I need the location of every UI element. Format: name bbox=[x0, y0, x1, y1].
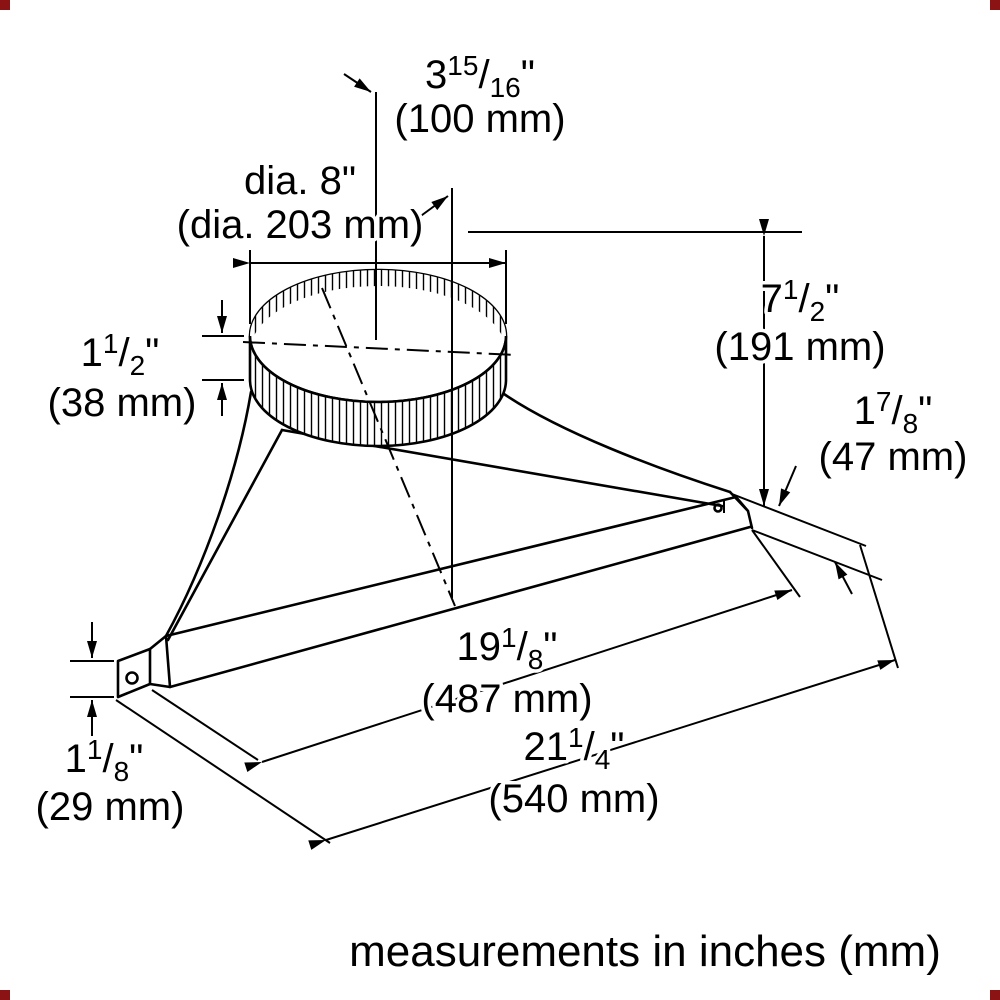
dimension-rear-flange-height: 17/8" (47 mm) bbox=[751, 383, 971, 595]
duct-axis-centerline bbox=[321, 287, 456, 607]
dimension-label-duct-offset-metric: (100 mm) bbox=[394, 97, 565, 141]
dimension-front-lip-height: 11/8" (29 mm) bbox=[32, 622, 188, 833]
dimension-label-hood-height-metric: (191 mm) bbox=[714, 325, 885, 369]
duct-offset-leader-right bbox=[417, 195, 449, 219]
dimension-label-duct-offset-inches: 315/16" bbox=[425, 50, 535, 103]
dimension-label-inner-width-metric: (487 mm) bbox=[421, 677, 592, 721]
dimension-label-duct-diameter-inches: dia. 8" bbox=[244, 159, 356, 203]
hood-height-extension-bottom bbox=[731, 493, 867, 547]
mounting-hole-left bbox=[125, 671, 139, 685]
collar-band-hatch bbox=[248, 335, 508, 448]
dimension-label-overall-width-metric: (540 mm) bbox=[488, 777, 659, 821]
dimension-collar-height: 11/2" (38 mm) bbox=[44, 300, 244, 429]
dimension-duct-offset: 315/16" (100 mm) bbox=[343, 47, 569, 219]
dimension-label-duct-diameter-metric: (dia. 203 mm) bbox=[177, 203, 424, 247]
corner-fiducial-bottom-right bbox=[990, 990, 1000, 1000]
collar-inner-wall-hatch bbox=[250, 270, 506, 352]
rear-flange-arrow-top bbox=[778, 465, 797, 507]
inner-width-extension-left bbox=[151, 689, 259, 761]
dimension-label-collar-height-metric: (38 mm) bbox=[48, 381, 197, 425]
dimension-duct-diameter: dia. 8" (dia. 203 mm) bbox=[173, 156, 507, 324]
dimension-label-inner-width-inches: 191/8" bbox=[457, 622, 558, 675]
crease-left bbox=[166, 428, 284, 642]
dimension-inner-width: 191/8" (487 mm) bbox=[151, 529, 801, 773]
mounting-tab bbox=[116, 647, 152, 699]
overall-width-dimension-line bbox=[308, 659, 896, 850]
rear-flange-arrow-bottom bbox=[834, 561, 853, 595]
collar-horizontal-centerline bbox=[242, 341, 517, 356]
dimension-label-rear-flange-metric: (47 mm) bbox=[819, 435, 968, 479]
overall-width-extension-left bbox=[115, 699, 331, 844]
dimension-label-overall-width-inches: 211/4" bbox=[524, 722, 625, 775]
units-caption: measurements in inches (mm) bbox=[349, 927, 941, 976]
corner-fiducial-top-right bbox=[990, 0, 1000, 10]
dimension-label-front-lip-inches: 11/8" bbox=[65, 734, 144, 787]
dimension-hood-height: 71/2" (191 mm) bbox=[468, 219, 889, 547]
hood-left-edge bbox=[164, 390, 253, 638]
corner-fiducial-top-left bbox=[0, 0, 10, 10]
duct-offset-leader-left bbox=[343, 73, 372, 93]
overall-width-extension-right bbox=[859, 544, 899, 669]
dimension-label-hood-height-inches: 71/2" bbox=[761, 274, 840, 327]
inner-width-extension-right bbox=[751, 529, 801, 598]
mounting-hole-right bbox=[713, 503, 723, 513]
hood-right-edge bbox=[502, 392, 732, 494]
rear-flange-extension-bottom bbox=[751, 529, 883, 581]
base-bottom-front-edge bbox=[148, 525, 752, 689]
dimension-overall-width: 211/4" (540 mm) bbox=[115, 544, 899, 850]
duct-collar-group bbox=[248, 268, 508, 448]
dimension-label-collar-height-inches: 11/2" bbox=[81, 328, 160, 381]
left-end-cap bbox=[148, 634, 172, 689]
corner-fiducial-bottom-left bbox=[0, 990, 10, 1000]
right-end-cap bbox=[728, 490, 754, 530]
dimension-label-front-lip-metric: (29 mm) bbox=[36, 785, 185, 829]
centerlines-group bbox=[242, 92, 517, 607]
dimension-label-rear-flange-inches: 17/8" bbox=[854, 386, 933, 439]
